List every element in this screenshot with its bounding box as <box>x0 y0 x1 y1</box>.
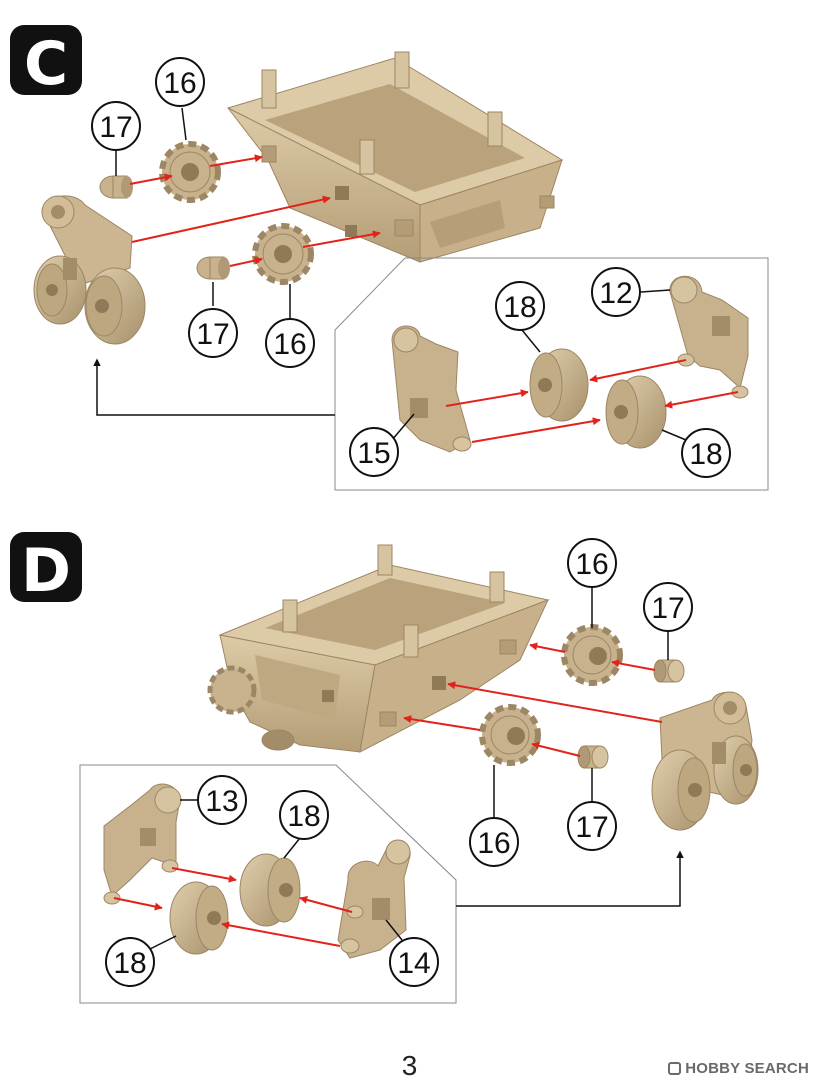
inset-panel-d: 13 18 18 14 <box>79 764 684 1004</box>
callout-c-15: 15 <box>349 413 415 477</box>
callout-d-18-lower-label: 18 <box>113 947 146 980</box>
callout-d-18-upper-label: 18 <box>287 800 320 833</box>
road-wheel-c-upper <box>529 348 589 422</box>
hubcap-c-lower <box>196 256 230 280</box>
callout-d-16-lower: 16 <box>469 765 519 867</box>
watermark-logo-icon <box>668 1062 682 1075</box>
hull-c <box>226 51 564 263</box>
arm-13 <box>103 783 182 905</box>
arm-15 <box>391 325 472 453</box>
callout-d-17-upper: 17 <box>643 582 693 660</box>
callout-c-16-lower-label: 16 <box>273 328 306 361</box>
callout-d-13: 13 <box>180 775 247 825</box>
hull-d <box>207 544 550 753</box>
callout-d-16-upper-label: 16 <box>575 548 608 581</box>
callout-c-18-upper: 18 <box>495 281 545 353</box>
road-wheel-d-upper <box>239 853 301 927</box>
sprocket-c-upper <box>159 141 221 203</box>
callout-d-18-lower: 18 <box>105 935 177 987</box>
callout-d-17-lower-label: 17 <box>575 811 608 844</box>
arm-14 <box>337 839 411 959</box>
callout-c-18-lower: 18 <box>661 428 731 478</box>
arrows-d-inset <box>113 867 353 947</box>
page-number: 3 <box>401 1050 418 1081</box>
callout-d-14: 14 <box>385 919 439 987</box>
callout-d-17-upper-label: 17 <box>651 592 684 625</box>
callout-c-17-lower-label: 17 <box>196 318 229 351</box>
callout-d-16-upper: 16 <box>567 538 617 628</box>
arrows-c <box>129 154 381 267</box>
hubcap-d-lower <box>577 745 609 769</box>
sprocket-d-lower <box>479 704 541 766</box>
bogie-assembly-d <box>651 691 759 831</box>
step-c: C <box>10 25 769 491</box>
inset-d-pointer <box>456 850 684 907</box>
inset-panel-c: 18 12 15 18 <box>93 257 769 491</box>
hubcap-c-upper <box>99 175 133 199</box>
step-c-badge: C <box>10 25 82 99</box>
watermark-text: HOBBY SEARCH <box>685 1060 809 1077</box>
step-d-badge: D <box>10 532 82 606</box>
callout-c-16-upper: 16 <box>155 57 205 141</box>
step-c-label: C <box>24 29 68 99</box>
arrows-c-inset <box>445 359 739 443</box>
callout-c-18-upper-label: 18 <box>503 291 536 324</box>
callout-c-15-label: 15 <box>357 437 390 470</box>
arm-12 <box>669 275 749 399</box>
road-wheel-c-lower <box>605 375 667 449</box>
bogie-assembly-c <box>33 195 146 345</box>
road-wheel-d-lower <box>169 881 229 955</box>
callout-d-18-upper: 18 <box>279 790 329 859</box>
callout-c-16-upper-label: 16 <box>163 67 196 100</box>
callout-c-17-upper: 17 <box>91 101 141 176</box>
callout-c-18-lower-label: 18 <box>689 438 722 471</box>
callout-c-16-lower: 16 <box>265 284 315 368</box>
callout-d-13-label: 13 <box>205 785 238 818</box>
step-d-label: D <box>21 536 71 606</box>
callout-c-12: 12 <box>591 267 671 317</box>
callout-d-17-lower: 17 <box>567 768 617 851</box>
sprocket-d-upper <box>561 624 623 686</box>
inset-c-pointer <box>93 358 335 416</box>
watermark: HOBBY SEARCH <box>668 1060 809 1077</box>
callout-d-14-label: 14 <box>397 947 430 980</box>
sprocket-c-lower <box>252 223 314 285</box>
step-d: D <box>10 532 759 1004</box>
callout-c-17-lower: 17 <box>188 282 238 358</box>
hubcap-d-upper <box>653 659 685 683</box>
callout-c-17-upper-label: 17 <box>99 111 132 144</box>
callout-c-12-label: 12 <box>599 277 632 310</box>
arrows-d <box>403 642 663 757</box>
callout-d-16-lower-label: 16 <box>477 827 510 860</box>
